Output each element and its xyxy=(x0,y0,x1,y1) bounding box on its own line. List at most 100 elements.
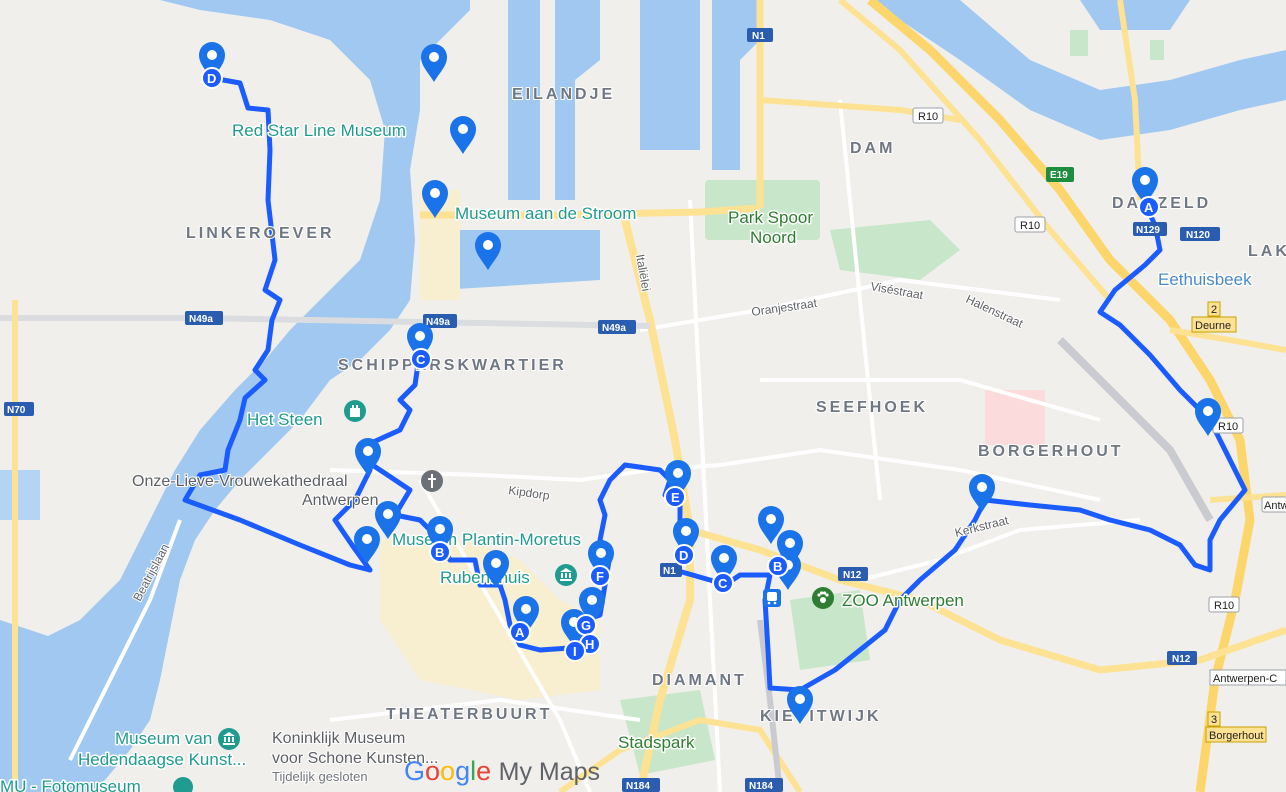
hospital-area xyxy=(985,390,1045,445)
road-oranjestraat xyxy=(639,277,1061,332)
scheldt-river xyxy=(0,0,470,792)
place-pin[interactable] xyxy=(354,526,380,564)
route-marker-f[interactable]: F xyxy=(589,565,611,587)
street-halenstraat: Halenstraat xyxy=(964,292,1026,331)
place-pin[interactable] xyxy=(422,180,448,218)
shield-e19: E19 xyxy=(1046,167,1074,182)
shield-r10-right: R10 xyxy=(1212,417,1244,434)
zoo-area xyxy=(790,590,870,670)
green-patch-top xyxy=(1070,30,1088,56)
route-marker-d-center[interactable]: D xyxy=(673,544,695,566)
route-pin-d-center[interactable] xyxy=(673,518,699,556)
paw-icon[interactable] xyxy=(812,587,834,609)
bottom-left-water xyxy=(0,620,60,740)
area-linkeroever: LINKEROEVER xyxy=(186,225,335,242)
left-pond xyxy=(0,470,40,520)
poi-park-spoor-2[interactable]: Noord xyxy=(749,227,798,249)
route-pin-a-left[interactable] xyxy=(513,596,539,634)
poi-cathedral-2[interactable]: Antwerpen xyxy=(301,491,380,510)
poi-rubens[interactable]: Rubenshuis xyxy=(439,567,532,589)
svg-text:N129: N129 xyxy=(1136,225,1160,236)
svg-text:2: 2 xyxy=(1211,304,1217,316)
railway-south xyxy=(757,619,783,792)
road-diagonal-2 xyxy=(838,99,882,501)
route-marker-e[interactable]: E xyxy=(664,486,686,508)
svg-text:Borgerhout: Borgerhout xyxy=(1209,730,1263,742)
poi-red-star-line[interactable]: Red Star Line Museum xyxy=(231,120,408,142)
road-italielei-side xyxy=(688,199,722,792)
castle-icon[interactable] xyxy=(344,400,366,422)
route-marker-a-right[interactable]: A xyxy=(1138,196,1160,218)
place-pin[interactable] xyxy=(1195,398,1221,436)
shield-n120: N120 xyxy=(1180,227,1220,241)
poi-fomu[interactable]: MU - Fotomuseum xyxy=(0,776,142,792)
place-pin[interactable] xyxy=(758,506,784,544)
train-station-icon[interactable] xyxy=(763,589,781,607)
svg-text:N184: N184 xyxy=(749,781,773,792)
poi-stadspark[interactable]: Stadspark xyxy=(617,732,697,754)
place-pin[interactable] xyxy=(375,501,401,539)
poi-kmska-1[interactable]: Koninklijk Museum xyxy=(271,729,406,748)
route-marker-a-left[interactable]: A xyxy=(509,621,531,643)
route-marker-c-left[interactable]: C xyxy=(410,348,432,370)
svg-text:E19: E19 xyxy=(1050,170,1068,181)
route-marker-c-center[interactable]: C xyxy=(712,572,734,594)
svg-text:A: A xyxy=(1144,200,1154,215)
museum-icon[interactable] xyxy=(555,564,577,586)
poi-plantin[interactable]: Museum Plantin-Moretus xyxy=(391,529,583,551)
route-layer xyxy=(182,75,1248,693)
route-pin-e[interactable] xyxy=(665,460,691,498)
museum-icon-fomu[interactable] xyxy=(173,777,193,792)
poi-kmska-2[interactable]: voor Schone Kunsten... xyxy=(271,749,439,768)
route-pin-c-left[interactable] xyxy=(407,323,433,361)
road-antwerpen-exit xyxy=(1209,492,1286,503)
route-pin-c-center[interactable] xyxy=(711,545,737,583)
route-pin-b-left[interactable] xyxy=(427,516,453,554)
svg-text:R10: R10 xyxy=(1214,600,1234,612)
place-pin[interactable] xyxy=(421,44,447,82)
poi-park-spoor-1[interactable]: Park Spoor xyxy=(727,207,815,229)
place-pin[interactable] xyxy=(969,474,995,512)
route-pin-a-right[interactable] xyxy=(1132,167,1158,205)
poi-mhka-2[interactable]: Hedendaagse Kunst... xyxy=(77,749,248,771)
area-seefhoek: SEEFHOEK xyxy=(816,399,928,416)
place-pin[interactable] xyxy=(777,530,803,568)
area-theaterbuurt: THEATERBUURT xyxy=(386,706,552,723)
route-marker-i[interactable]: I xyxy=(564,640,586,662)
shield-n184-b: N184 xyxy=(745,778,783,792)
svg-text:B: B xyxy=(435,545,444,560)
shield-n49a-mid: N49a xyxy=(423,314,457,328)
route-line-center-north xyxy=(332,337,428,573)
place-pin[interactable] xyxy=(450,116,476,154)
svg-text:N70: N70 xyxy=(7,405,26,416)
place-pin[interactable] xyxy=(579,587,605,625)
route-marker-d-left[interactable]: D xyxy=(201,67,223,89)
svg-text:G: G xyxy=(581,618,591,633)
museum-icon-mhka[interactable] xyxy=(218,728,240,750)
poi-cathedral-1[interactable]: Onze-Lieve-Vrouwekathedraal xyxy=(131,472,349,491)
street-oranjestraat: Oranjestraat xyxy=(750,296,818,319)
route-marker-b-center[interactable]: B xyxy=(767,555,789,577)
park-spoor-green-2 xyxy=(830,220,960,280)
route-pin-f[interactable] xyxy=(588,540,614,578)
route-marker-g[interactable]: G xyxy=(575,614,597,636)
svg-text:C: C xyxy=(416,352,426,367)
route-pins: D C B A G H I F E D xyxy=(199,42,1221,724)
shield-r10-top: R10 xyxy=(912,107,944,124)
dock-1 xyxy=(508,0,540,200)
poi-zoo[interactable]: ZOO Antwerpen xyxy=(841,590,966,612)
poi-het-steen[interactable]: Het Steen xyxy=(246,409,325,431)
area-diamant: DIAMANT xyxy=(652,672,747,689)
poi-mas[interactable]: Museum aan de Stroom xyxy=(454,203,638,225)
route-pin-d-left[interactable] xyxy=(199,42,225,80)
poi-eethuisbeek[interactable]: Eethuisbeek xyxy=(1157,269,1254,291)
poi-mhka-1[interactable]: Museum van xyxy=(114,728,214,750)
area-eilandje: EILANDJE xyxy=(512,86,615,103)
church-icon[interactable] xyxy=(421,470,443,492)
place-pin[interactable] xyxy=(475,232,501,270)
route-marker-b-left[interactable]: B xyxy=(429,541,451,563)
place-pin[interactable] xyxy=(483,550,509,588)
place-pin[interactable] xyxy=(787,686,813,724)
place-pin[interactable] xyxy=(355,438,381,476)
